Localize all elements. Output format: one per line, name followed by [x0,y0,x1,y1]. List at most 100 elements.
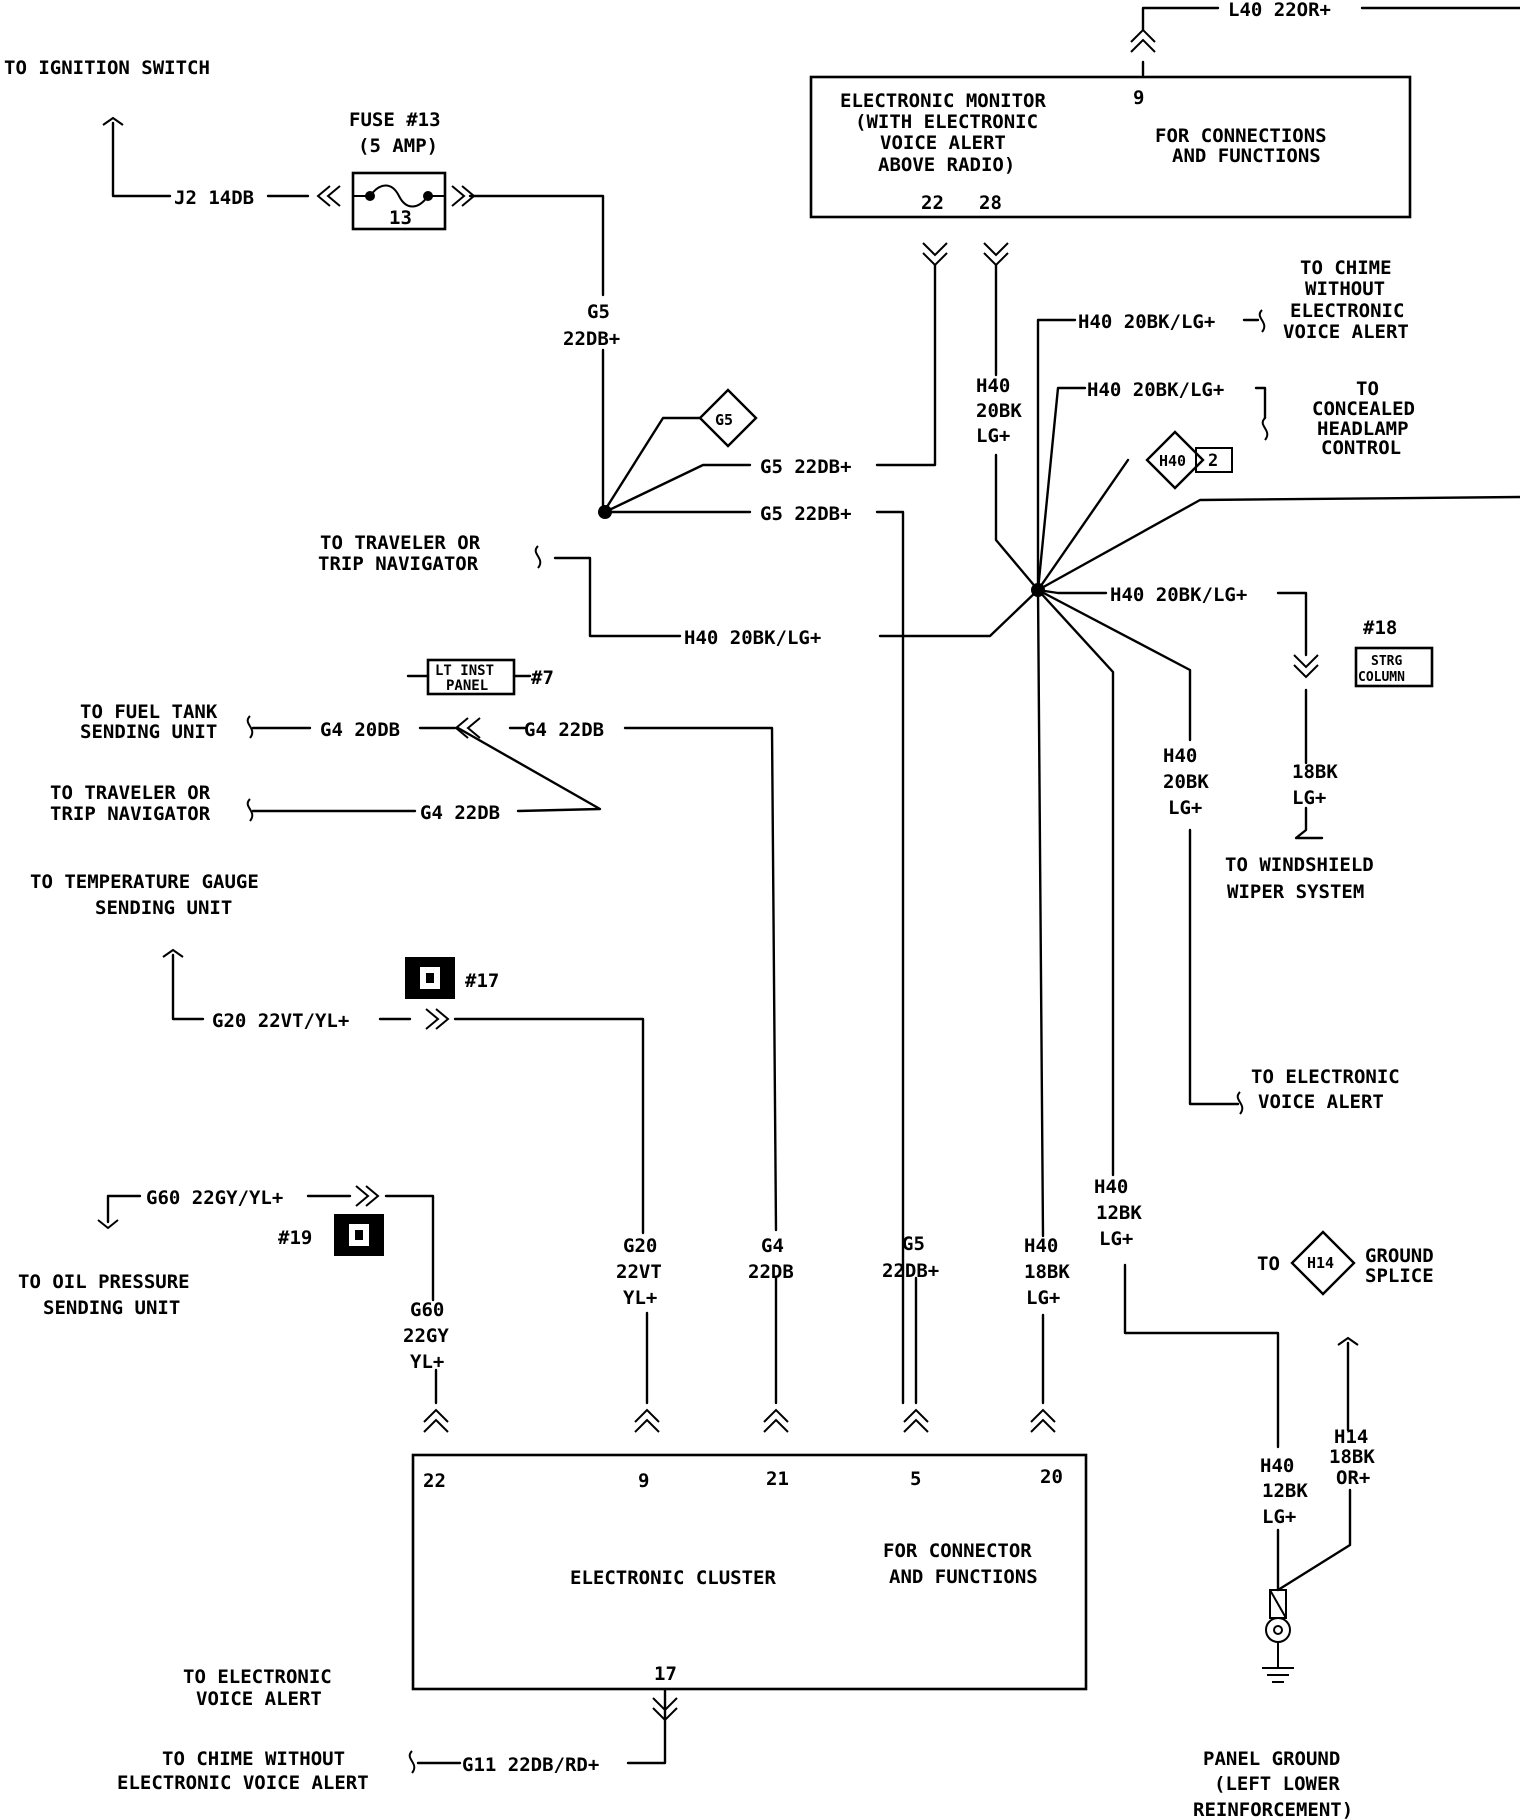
label-g5-splice: G5 [715,411,733,429]
wire-g20-temp [171,953,205,1021]
label-chime2-1: TO CHIME WITHOUT [162,1748,345,1770]
label-h40-wire-chime: H40 20BK/LG+ [1078,311,1215,333]
wire-g5-from-fuse [468,194,605,297]
label-concealed-1: TO [1356,378,1379,400]
label-cl-pin5: 5 [910,1468,921,1490]
label-monitor-4: ABOVE RADIO) [878,154,1015,176]
label-g5-v1: G5 [902,1233,925,1255]
label-cl-pin20: 20 [1040,1466,1063,1488]
wire-wiper-b [1294,806,1324,840]
label-panel-2: (LEFT LOWER [1214,1773,1340,1795]
wire-g20-cluster [453,1017,645,1235]
connector-cluster-17 [652,1697,678,1722]
break-fuel [246,715,254,739]
break-oil [97,1219,119,1230]
connectors [97,28,1359,1774]
label-g5-a: G5 [587,301,610,323]
label-g20-v3: YL+ [623,1287,657,1309]
wire-g5-to-monitor [603,463,752,514]
label-cl-pin17: 17 [654,1663,677,1685]
label-monitor-2: (WITH ELECTRONIC [855,111,1038,133]
label-eva2-2: VOICE ALERT [196,1688,322,1710]
label-chime-4: VOICE ALERT [1283,321,1409,343]
label-g4-wire-2: G4 22DB [524,719,604,741]
wire-g5-to-monitor-b [875,263,937,467]
wire-h40-right [1036,495,1520,592]
label-oil-1: TO OIL PRESSURE [18,1271,190,1293]
wire-h40-strg [1036,588,1108,595]
wire-g11 [626,1688,667,1765]
label-chime2-2: ELECTRONIC VOICE ALERT [117,1772,369,1794]
label-lt-inst-2: PANEL [446,678,488,694]
label-fuel-1: TO FUEL TANK [80,701,218,723]
splices [598,388,1356,1296]
label-panel-1: PANEL GROUND [1203,1748,1340,1770]
label-wiper-v1: 18BK [1292,761,1338,783]
label-temp-2: SENDING UNIT [95,897,232,919]
connector-monitor-28 [983,242,1009,267]
wire-ignition [111,121,172,198]
ground-eyelet [1265,1617,1291,1643]
label-h40-g-3: LG+ [1262,1506,1296,1528]
label-h40-va-1: H40 [1163,745,1197,767]
label-concealed-4: CONTROL [1321,437,1401,459]
label-g60-v2: 22GY [403,1325,449,1347]
label-h40-18-2: 18BK [1024,1261,1070,1283]
label-h40-wire-trav: H40 20BK/LG+ [684,627,821,649]
splice-h40-diamond [1145,430,1205,490]
label-g4-wire-3: G4 22DB [420,802,500,824]
break-ignition [102,116,124,126]
break-trav1 [534,545,542,569]
label-chime-1: TO CHIME [1300,257,1392,279]
label-h40-v-2: 20BK [976,400,1022,422]
connector-cluster-5 [903,1408,929,1433]
boxes [334,75,1434,1691]
connector-19-icon-pin [355,1230,363,1240]
label-h40-splice: H40 [1159,452,1186,470]
label-h40-wire-strg: H40 20BK/LG+ [1110,584,1247,606]
connector-cluster-22 [423,1408,449,1433]
label-chime-3: ELECTRONIC [1290,300,1404,322]
label-h40-wire-concealed: H40 20BK/LG+ [1087,379,1224,401]
wire-l40 [1141,6,1220,32]
label-g4-v1: G4 [761,1235,784,1257]
wire-g5-down-b [875,510,905,1405]
break-chime [1258,309,1266,333]
label-cl-pin22: 22 [423,1470,446,1492]
label-temp-1: TO TEMPERATURE GAUGE [30,871,259,893]
fuse-terminal-left [365,191,375,201]
label-h40-g-2: 12BK [1262,1480,1308,1502]
label-cl-pin21: 21 [766,1468,789,1490]
connector-g20 [425,1008,450,1030]
label-g5-wire-1: G5 22DB+ [760,456,852,478]
label-l40-wire: L40 22OR+ [1228,0,1331,21]
wire-h14-b [1276,1488,1352,1592]
label-traveler-2b: TRIP NAVIGATOR [50,803,211,825]
label-conn17: #17 [465,970,499,992]
fuse-box [351,171,447,231]
connector-strg [1293,654,1319,679]
label-concealed-3: HEADLAMP [1317,418,1409,440]
splice-h40-dot [1031,583,1045,597]
label-fuse-num: 13 [389,207,412,229]
label-h40-g-1: H40 [1260,1455,1294,1477]
label-traveler-1a: TO TRAVELER OR [320,532,481,554]
wires [106,6,1520,1765]
fuse-terminal-right [423,191,433,201]
label-ground-to: TO [1257,1253,1280,1275]
wire-h40-chime [1036,318,1077,592]
wire-h40-eva [1036,588,1192,742]
electronic-monitor-box [809,75,1412,219]
label-g4-v2: 22DB [748,1261,794,1283]
break-eva [1236,1091,1244,1115]
lt-inst-panel-box [426,658,516,696]
wire-h40-12bk [1036,588,1115,1177]
label-strg-1: STRG [1371,654,1402,669]
label-g20-wire: G20 22VT/YL+ [212,1010,349,1032]
label-concealed-2: CONCEALED [1312,398,1415,420]
label-ground-1: GROUND [1365,1245,1434,1267]
label-oil-2: SENDING UNIT [43,1297,180,1319]
connector-cluster-21 [763,1408,789,1433]
label-g5-b: 22DB+ [563,328,620,350]
